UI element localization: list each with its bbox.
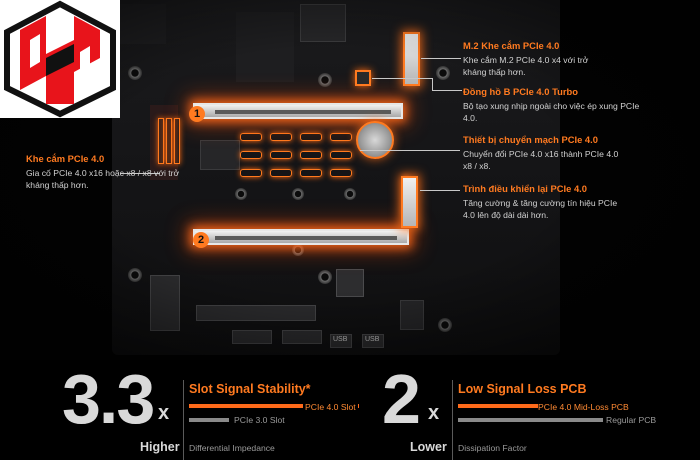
stat-1-bar-primary: PCIe 4.0 Slot xyxy=(303,402,358,412)
redriver-chip xyxy=(401,176,418,228)
clock-title: Đồng hồ B PCIe 4.0 Turbo xyxy=(463,86,578,97)
clock-desc: Bộ tạo xung nhịp ngoài cho việc ép xung … xyxy=(463,101,640,124)
hs-logo-icon xyxy=(0,0,120,118)
chipset-chip xyxy=(336,269,364,297)
pcie-slot-1 xyxy=(193,103,403,119)
slot-desc: Gia cố PCIe 4.0 x16 hoặc x8 / x8 với trở… xyxy=(26,168,180,191)
slot-title: Khe cắm PCIe 4.0 xyxy=(26,153,105,164)
m2-title: M.2 Khe cắm PCIe 4.0 xyxy=(463,40,560,51)
stat-1-unit: x xyxy=(158,402,170,424)
stat-1-caption: Higher xyxy=(140,440,180,454)
clock-chip xyxy=(355,70,371,86)
stat-2-title: Low Signal Loss PCB xyxy=(458,382,587,396)
stat-2-bar-secondary: Regular PCB xyxy=(606,415,657,425)
stat-2-value: 2 xyxy=(382,360,421,438)
switch-desc: Chuyển đổi PCIe 4.0 x16 thành PCIe 4.0 x… xyxy=(463,149,619,172)
pcie-slot-2 xyxy=(193,229,409,245)
stat-1-bar-secondary: PCIe 3.0 Slot xyxy=(234,415,285,425)
redriver-title: Trình điều khiển lại PCIe 4.0 xyxy=(463,183,587,194)
usb-label: USB xyxy=(333,336,348,343)
m2-desc: Khe cắm M.2 PCIe 4.0 x4 với trở kháng th… xyxy=(463,55,589,78)
stat-2-footer: Dissipation Factor xyxy=(458,443,527,453)
stat-1-title: Slot Signal Stability* xyxy=(189,382,311,396)
usb-label: USB xyxy=(365,336,380,343)
cmos-battery xyxy=(356,121,394,159)
switch-title: Thiết bị chuyển mạch PCIe 4.0 xyxy=(463,134,598,145)
stat-1-value: 3.3 xyxy=(62,360,155,438)
redriver-desc: Tăng cường & tăng cường tín hiệu PCIe 4.… xyxy=(463,198,618,221)
stat-2-caption: Lower xyxy=(410,440,447,454)
stat-2-bar-primary: PCIe 4.0 Mid-Loss PCB xyxy=(538,402,629,412)
stats-bar: 3.3 x Higher Slot Signal Stability* PCIe… xyxy=(0,360,700,460)
slot-number-1: 1 xyxy=(189,106,205,122)
stat-1-footer: Differential Impedance xyxy=(189,443,275,453)
stat-2-unit: x xyxy=(428,402,440,424)
slot-number-2: 2 xyxy=(193,232,209,248)
